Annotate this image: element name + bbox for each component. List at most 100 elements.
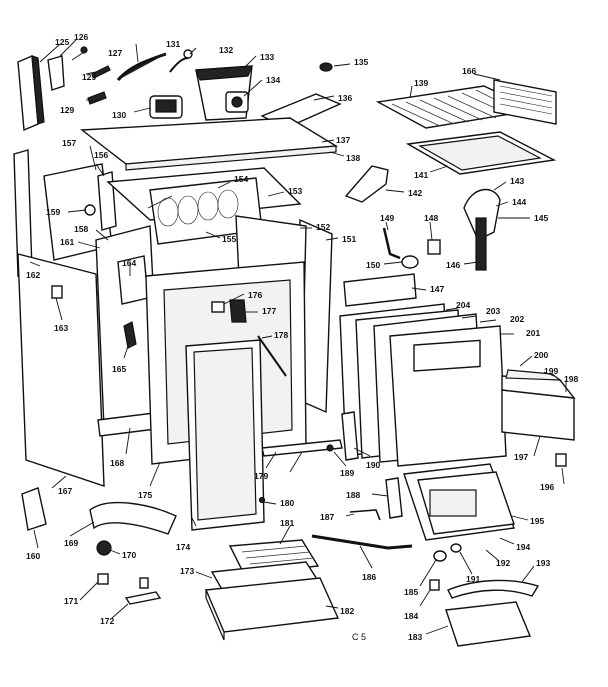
label-167: 167 xyxy=(58,486,72,496)
label-189: 189 xyxy=(340,468,354,478)
part-132-wire xyxy=(169,57,189,73)
label-158: 158 xyxy=(74,224,88,234)
part-188-side-rail xyxy=(385,477,403,519)
label-146: 146 xyxy=(446,260,460,270)
part-181-grid-lines xyxy=(241,545,315,565)
part-159-clip xyxy=(84,204,96,216)
label-169: 169 xyxy=(64,538,78,548)
part-126-bracket xyxy=(47,55,65,91)
label-173: 173 xyxy=(180,566,194,576)
label-156: 156 xyxy=(94,150,108,160)
label-197: 197 xyxy=(514,452,528,462)
part-166-vent-slats xyxy=(499,85,553,115)
part-148-block xyxy=(427,239,441,255)
part-176-igniter-block xyxy=(211,301,225,313)
label-179: 179 xyxy=(254,471,268,481)
part-number-labels: 125 126 127 128 129 130 131 132 133 134 … xyxy=(26,32,578,642)
label-138: 138 xyxy=(346,153,360,163)
label-196: 196 xyxy=(540,482,554,492)
part-189-screw xyxy=(326,444,334,452)
label-195: 195 xyxy=(530,516,544,526)
label-178: 178 xyxy=(274,330,288,340)
label-135: 135 xyxy=(354,57,368,67)
label-161: 161 xyxy=(60,237,74,247)
label-199: 199 xyxy=(544,366,558,376)
label-137: 137 xyxy=(336,135,350,145)
label-150: 150 xyxy=(366,260,380,270)
part-131-harness-line xyxy=(116,52,167,82)
label-200: 200 xyxy=(534,350,548,360)
label-170: 170 xyxy=(122,550,136,560)
part-179-lower-bar xyxy=(261,439,343,457)
label-203: 203 xyxy=(486,306,500,316)
label-183: 183 xyxy=(408,632,422,642)
label-186: 186 xyxy=(362,572,376,582)
part-172-stop xyxy=(139,577,149,589)
label-142: 142 xyxy=(408,188,422,198)
label-155: 155 xyxy=(222,234,236,244)
label-202: 202 xyxy=(510,314,524,324)
label-175: 175 xyxy=(138,490,152,500)
label-133: 133 xyxy=(260,52,274,62)
label-129-upper: 129 xyxy=(82,72,96,82)
part-135-nut xyxy=(319,62,333,72)
label-126: 126 xyxy=(74,32,88,42)
label-157: 157 xyxy=(62,138,76,148)
part-138-cooktop-edge xyxy=(125,145,337,171)
part-193-arm xyxy=(447,579,540,599)
drawing-code: C 5 xyxy=(352,632,366,642)
part-183-tray xyxy=(445,601,531,647)
label-152: 152 xyxy=(316,222,330,232)
label-172: 172 xyxy=(100,616,114,626)
label-182: 182 xyxy=(340,606,354,616)
label-145: 145 xyxy=(534,213,548,223)
part-166-vent-grille xyxy=(493,79,557,125)
label-136: 136 xyxy=(338,93,352,103)
part-192-broiler-window xyxy=(429,489,477,517)
part-140-pan-inner xyxy=(418,135,542,171)
label-164: 164 xyxy=(122,258,136,268)
label-134: 134 xyxy=(266,75,280,85)
part-drawings xyxy=(13,46,576,647)
label-153: 153 xyxy=(288,186,302,196)
label-185: 185 xyxy=(404,587,418,597)
label-184: 184 xyxy=(404,611,418,621)
part-144-hinge xyxy=(463,188,501,241)
label-165: 165 xyxy=(112,364,126,374)
part-177-igniter xyxy=(229,299,247,323)
label-190: 190 xyxy=(366,460,380,470)
part-160-corner-bracket xyxy=(21,487,47,531)
part-186-rod xyxy=(311,534,413,550)
label-149: 149 xyxy=(380,213,394,223)
label-181: 181 xyxy=(280,518,294,528)
part-133-housing-top xyxy=(195,65,253,81)
part-199-drawer-liner xyxy=(505,369,562,381)
part-185-knob xyxy=(433,550,447,562)
label-129-lower: 129 xyxy=(60,105,74,115)
label-166: 166 xyxy=(462,66,476,76)
label-141: 141 xyxy=(414,170,428,180)
part-201-door-window xyxy=(413,339,481,372)
part-163-clip xyxy=(51,285,63,299)
part-129-spring xyxy=(91,65,111,79)
leader-lines xyxy=(29,39,567,635)
part-170-leveler xyxy=(96,540,112,556)
part-149-rod xyxy=(382,227,401,260)
label-130-timer: 130 xyxy=(112,110,126,120)
label-191: 191 xyxy=(466,574,480,584)
label-139: 139 xyxy=(414,78,428,88)
label-198: 198 xyxy=(564,374,578,384)
label-160: 160 xyxy=(26,551,40,561)
part-191-spacer xyxy=(450,543,462,553)
label-132: 132 xyxy=(219,45,233,55)
label-125: 125 xyxy=(55,37,69,47)
part-129-clip xyxy=(87,91,107,105)
label-168: 168 xyxy=(110,458,124,468)
label-174: 174 xyxy=(176,542,190,552)
label-201: 201 xyxy=(526,328,540,338)
part-182-pan-side xyxy=(205,589,225,641)
part-154-burner-tubes xyxy=(157,189,239,227)
label-193: 193 xyxy=(536,558,550,568)
label-147: 147 xyxy=(430,284,444,294)
